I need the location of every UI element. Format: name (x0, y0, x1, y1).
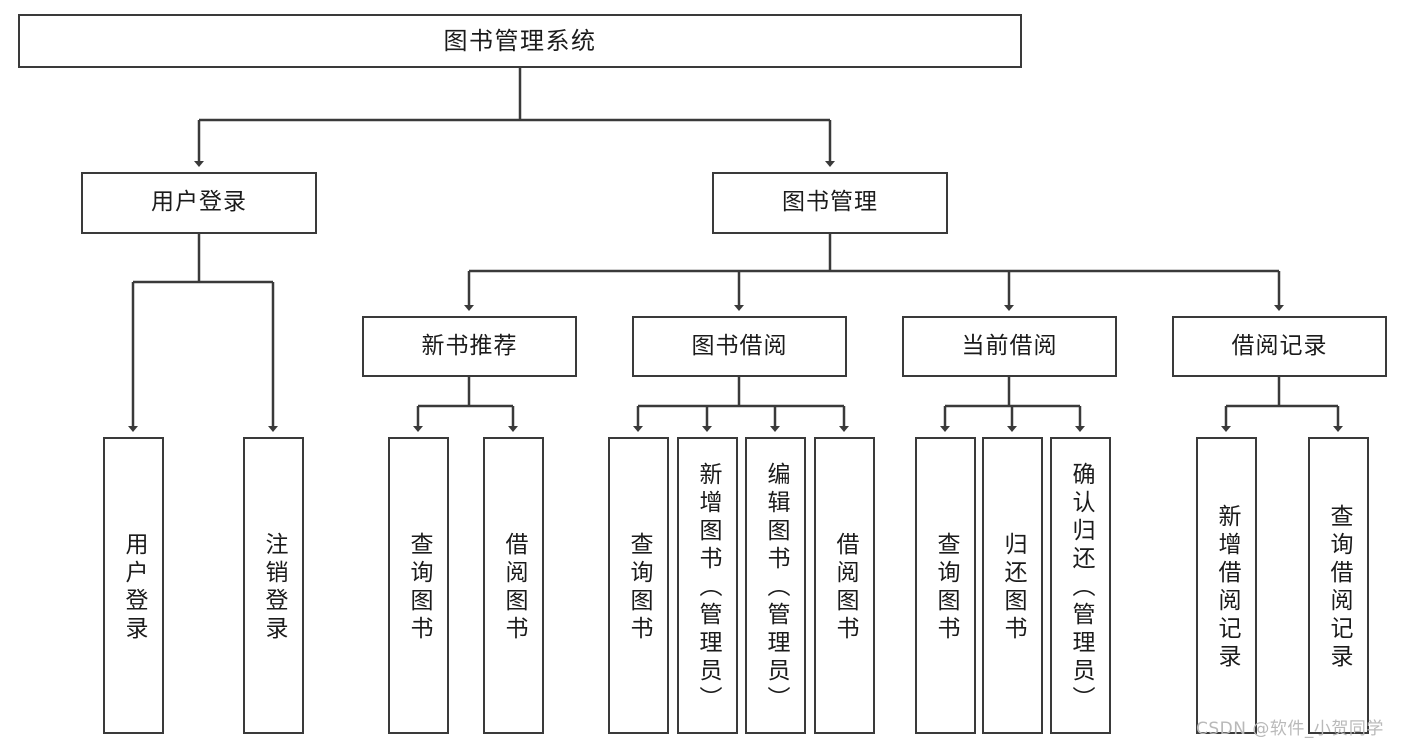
node-new-book-recommend[interactable]: 新书推荐 (362, 316, 577, 377)
node-current-borrow[interactable]: 当前借阅 (902, 316, 1117, 377)
node-label: 图书借阅 (691, 332, 788, 359)
node-label: 图书管理系统 (443, 26, 597, 55)
node-label: 借阅记录 (1231, 332, 1328, 359)
node-label: 查询图书 (933, 531, 959, 644)
leaf-confirm-return[interactable]: 确认归还（管理员） (1050, 437, 1111, 734)
leaf-add-book[interactable]: 新增图书（管理员） (677, 437, 738, 734)
node-borrow-record[interactable]: 借阅记录 (1172, 316, 1387, 377)
leaf-return-book[interactable]: 归还图书 (982, 437, 1043, 734)
node-label: 新增图书（管理员） (695, 461, 721, 714)
node-label: 图书管理 (782, 189, 878, 216)
leaf-query-record[interactable]: 查询借阅记录 (1308, 437, 1369, 734)
node-user-login[interactable]: 用户登录 (81, 172, 317, 234)
leaf-borrow-book-2[interactable]: 借阅图书 (814, 437, 875, 734)
leaf-query-book-3[interactable]: 查询图书 (915, 437, 976, 734)
node-book-borrow[interactable]: 图书借阅 (632, 316, 847, 377)
csdn-watermark: CSDN @软件_小贺同学 (1196, 719, 1384, 739)
node-label: 新书推荐 (421, 332, 518, 359)
node-label: 当前借阅 (961, 332, 1058, 359)
leaf-logout[interactable]: 注销登录 (243, 437, 304, 734)
node-label: 新增借阅记录 (1214, 503, 1240, 672)
node-label: 借阅图书 (501, 531, 527, 644)
node-book-manage[interactable]: 图书管理 (712, 172, 948, 234)
node-label: 用户登录 (121, 531, 147, 644)
leaf-add-record[interactable]: 新增借阅记录 (1196, 437, 1257, 734)
node-label: 查询借阅记录 (1326, 503, 1352, 672)
leaf-query-book-1[interactable]: 查询图书 (388, 437, 449, 734)
leaf-edit-book[interactable]: 编辑图书（管理员） (745, 437, 806, 734)
node-label: 查询图书 (626, 531, 652, 644)
node-label: 注销登录 (261, 531, 287, 644)
node-label: 查询图书 (406, 531, 432, 644)
node-label: 归还图书 (1000, 531, 1026, 644)
leaf-borrow-book-1[interactable]: 借阅图书 (483, 437, 544, 734)
leaf-query-book-2[interactable]: 查询图书 (608, 437, 669, 734)
node-label: 确认归还（管理员） (1068, 461, 1094, 714)
node-label: 借阅图书 (832, 531, 858, 644)
node-root-system[interactable]: 图书管理系统 (18, 14, 1022, 68)
node-label: 用户登录 (151, 189, 247, 216)
node-label: 编辑图书（管理员） (763, 461, 789, 714)
leaf-user-login[interactable]: 用户登录 (103, 437, 164, 734)
